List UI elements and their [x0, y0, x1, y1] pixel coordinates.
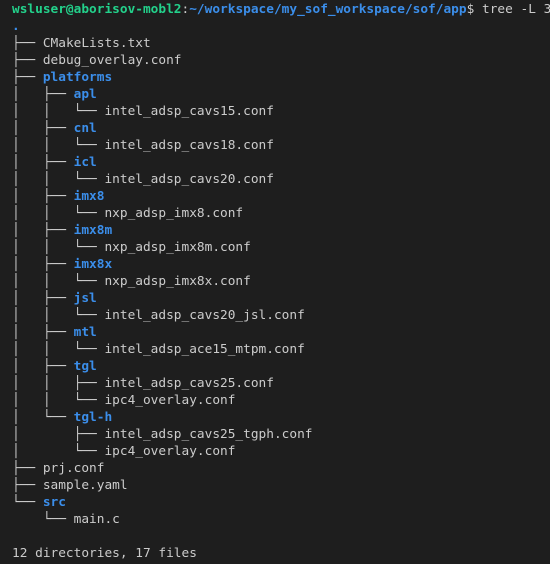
tree-branch-prefix: │ │ └── [12, 342, 105, 357]
directory-name: icl [73, 155, 97, 170]
file-name: prj.conf [42, 461, 105, 476]
tree-branch-prefix: ├── [12, 70, 43, 85]
file-name: CMakeLists.txt [42, 36, 151, 51]
directory-name: src [42, 495, 66, 510]
file-name: intel_adsp_cavs20.conf [104, 172, 274, 187]
tree-file-row: ├── CMakeLists.txt [12, 35, 550, 52]
tree-branch-prefix: │ │ └── [12, 138, 105, 153]
file-name: intel_adsp_cavs18.conf [104, 138, 274, 153]
directory-name: apl [73, 87, 97, 102]
tree-dir-row: . [12, 18, 550, 35]
tree-branch-prefix: │ │ ├── [12, 376, 105, 391]
directory-name: cnl [73, 121, 97, 136]
directory-name: mtl [73, 325, 97, 340]
tree-branch-prefix: ├── [12, 36, 43, 51]
tree-file-row: ├── sample.yaml [12, 477, 550, 494]
directory-name: tgl [73, 359, 97, 374]
tree-branch-prefix: │ ├── [12, 87, 74, 102]
tree-branch-prefix: │ │ └── [12, 104, 105, 119]
tree-file-row: ├── prj.conf [12, 460, 550, 477]
tree-file-row: │ │ └── intel_adsp_cavs18.conf [12, 137, 550, 154]
tree-dir-row: │ ├── imx8x [12, 256, 550, 273]
tree-branch-prefix: │ ├── [12, 155, 74, 170]
tree-file-row: └── main.c [12, 511, 550, 528]
prompt-user-host: wsluser@aborisov-mobl2 [12, 2, 182, 17]
prompt-symbol: $ [466, 2, 475, 17]
file-name: nxp_adsp_imx8m.conf [104, 240, 251, 255]
tree-file-row: │ │ └── ipc4_overlay.conf [12, 392, 550, 409]
tree-file-row: │ │ └── nxp_adsp_imx8.conf [12, 205, 550, 222]
tree-dir-row: │ ├── apl [12, 86, 550, 103]
tree-branch-prefix: │ │ └── [12, 274, 105, 289]
prompt-separator: : [181, 2, 190, 17]
tree-dir-row: │ └── tgl-h [12, 409, 550, 426]
tree-dir-row: │ ├── imx8 [12, 188, 550, 205]
file-name: nxp_adsp_imx8x.conf [104, 274, 251, 289]
tree-branch-prefix: │ ├── [12, 121, 74, 136]
tree-file-row: │ │ └── intel_adsp_cavs20_jsl.conf [12, 307, 550, 324]
directory-name: imx8m [73, 223, 113, 238]
tree-dir-row: └── src [12, 494, 550, 511]
file-name: intel_adsp_cavs25_tgph.conf [104, 427, 313, 442]
tree-dir-row: │ ├── tgl [12, 358, 550, 375]
file-name: intel_adsp_cavs20_jsl.conf [104, 308, 305, 323]
file-name: main.c [73, 512, 120, 527]
file-name: sample.yaml [42, 478, 128, 493]
tree-branch-prefix: │ │ └── [12, 393, 105, 408]
tree-branch-prefix: │ ├── [12, 359, 74, 374]
tree-dir-row: │ ├── jsl [12, 290, 550, 307]
prompt-command: tree -L 3 [474, 2, 550, 17]
tree-dir-row: ├── platforms [12, 69, 550, 86]
file-name: intel_adsp_ace15_mtpm.conf [104, 342, 305, 357]
tree-file-row: │ │ └── nxp_adsp_imx8x.conf [12, 273, 550, 290]
blank-line [12, 528, 550, 545]
prompt-cwd: ~/workspace/my_sof_workspace/sof/app [189, 2, 467, 17]
tree-dir-row: │ ├── icl [12, 154, 550, 171]
file-name: intel_adsp_cavs25.conf [104, 376, 274, 391]
tree-branch-prefix: └── [12, 512, 74, 527]
tree-branch-prefix: │ │ └── [12, 206, 105, 221]
tree-dir-row: │ ├── cnl [12, 120, 550, 137]
tree-branch-prefix: ├── [12, 53, 43, 68]
tree-branch-prefix: ├── [12, 478, 43, 493]
tree-branch-prefix: │ │ └── [12, 172, 105, 187]
tree-branch-prefix: │ │ └── [12, 240, 105, 255]
tree-branch-prefix: │ ├── [12, 427, 105, 442]
tree-dir-row: │ ├── imx8m [12, 222, 550, 239]
directory-name: jsl [73, 291, 97, 306]
tree-file-row: │ │ └── intel_adsp_cavs20.conf [12, 171, 550, 188]
tree-branch-prefix: │ │ └── [12, 308, 105, 323]
file-name: ipc4_overlay.conf [104, 444, 236, 459]
tree-file-row: │ │ ├── intel_adsp_cavs25.conf [12, 375, 550, 392]
tree-file-row: │ │ └── intel_adsp_cavs15.conf [12, 103, 550, 120]
tree-branch-prefix: │ ├── [12, 257, 74, 272]
directory-name: tgl-h [73, 410, 113, 425]
file-name: nxp_adsp_imx8.conf [104, 206, 244, 221]
tree-file-row: │ │ └── intel_adsp_ace15_mtpm.conf [12, 341, 550, 358]
file-name: debug_overlay.conf [42, 53, 182, 68]
tree-branch-prefix: │ └── [12, 410, 74, 425]
directory-name: imx8x [73, 257, 113, 272]
tree-branch-prefix: │ ├── [12, 291, 74, 306]
file-name: ipc4_overlay.conf [104, 393, 236, 408]
file-name: intel_adsp_cavs15.conf [104, 104, 274, 119]
prompt-line: wsluser@aborisov-mobl2:~/workspace/my_so… [12, 1, 550, 18]
directory-name: . [12, 19, 20, 34]
tree-file-row: │ │ └── nxp_adsp_imx8m.conf [12, 239, 550, 256]
tree-file-row: │ ├── intel_adsp_cavs25_tgph.conf [12, 426, 550, 443]
tree-branch-prefix: │ ├── [12, 223, 74, 238]
tree-branch-prefix: └── [12, 495, 43, 510]
tree-branch-prefix: ├── [12, 461, 43, 476]
tree-output: .├── CMakeLists.txt├── debug_overlay.con… [12, 18, 550, 528]
tree-summary: 12 directories, 17 files [12, 546, 197, 561]
tree-file-row: ├── debug_overlay.conf [12, 52, 550, 69]
tree-branch-prefix: │ ├── [12, 189, 74, 204]
tree-file-row: │ └── ipc4_overlay.conf [12, 443, 550, 460]
tree-dir-row: │ ├── mtl [12, 324, 550, 341]
directory-name: imx8 [73, 189, 105, 204]
tree-branch-prefix: │ └── [12, 444, 105, 459]
directory-name: platforms [42, 70, 113, 85]
tree-branch-prefix: │ ├── [12, 325, 74, 340]
